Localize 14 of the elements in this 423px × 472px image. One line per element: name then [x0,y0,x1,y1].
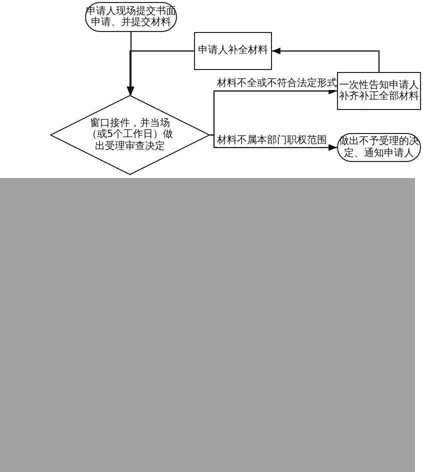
edge-label: 材料不全或不符合法定形式 [217,78,337,90]
node-text: 申请人现场提交书面申请、并提交材料 [86,6,176,28]
node-text: 申请人补全材料 [197,45,269,57]
node-text: 一次性告知申请人补齐补正全部材料 [338,80,420,102]
process-box [194,32,272,70]
arrow [272,48,380,72]
arrow [210,134,337,151]
process-box [337,72,421,110]
decision-diamond [50,95,210,175]
edge-label: 材料不属本部门职权范围 [217,134,327,146]
node-text: 做出不予受理的决定、通知申请人 [338,136,420,159]
arrow [128,32,134,95]
node-text: 窗口接件，并当场（或5个工作日）做出受理审查决定 [86,118,174,152]
arrow [126,50,194,95]
